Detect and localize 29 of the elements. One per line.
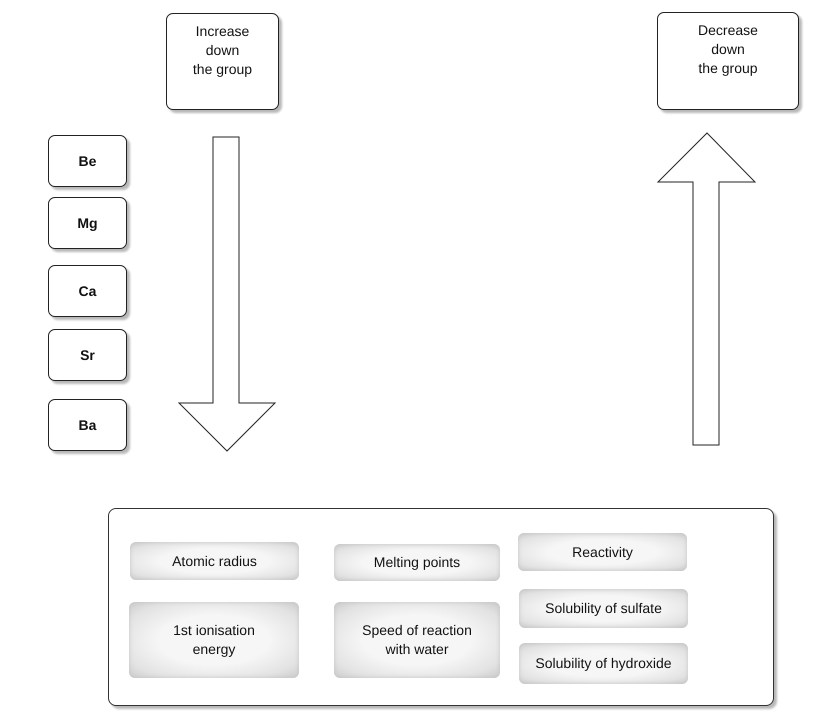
element-box bbox=[48, 399, 127, 451]
element-symbol: Sr bbox=[80, 347, 95, 363]
element-box bbox=[48, 135, 127, 187]
property-label: Solubility of hydroxide bbox=[535, 654, 672, 673]
element-box bbox=[48, 265, 127, 317]
trend-label: Decrease down the group bbox=[697, 21, 759, 78]
property-label: Speed of reaction with water bbox=[361, 621, 473, 659]
trend-label: Increase down the group bbox=[192, 22, 254, 79]
trend-box bbox=[166, 13, 279, 110]
trend-box bbox=[657, 12, 799, 110]
property-box bbox=[519, 589, 688, 628]
element-box bbox=[48, 329, 127, 381]
element-symbol: Be bbox=[78, 153, 96, 169]
element-symbol: Ca bbox=[78, 283, 96, 299]
property-box bbox=[129, 602, 299, 678]
element-box bbox=[48, 197, 127, 249]
property-box bbox=[519, 643, 688, 684]
element-symbol: Ba bbox=[78, 417, 96, 433]
property-label: Atomic radius bbox=[172, 552, 257, 570]
property-label: Melting points bbox=[374, 553, 460, 572]
properties-panel bbox=[108, 508, 774, 706]
property-box bbox=[334, 602, 500, 678]
property-box bbox=[518, 533, 687, 571]
property-box bbox=[130, 542, 299, 580]
property-label: Solubility of sulfate bbox=[545, 599, 662, 618]
element-symbol: Mg bbox=[77, 215, 98, 231]
property-box bbox=[334, 544, 500, 581]
property-label: Reactivity bbox=[572, 542, 633, 562]
property-label: 1st ionisation energy bbox=[172, 621, 256, 659]
